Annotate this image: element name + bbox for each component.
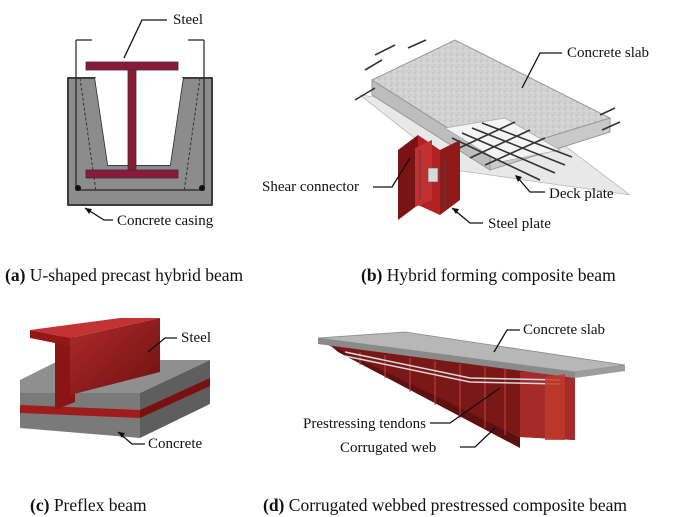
- caption-b: (b) Hybrid forming composite beam: [361, 265, 616, 285]
- caption-b-letter: (b): [361, 265, 383, 285]
- label-d-corrugated-web: Corrugated web: [340, 440, 436, 456]
- panel-d-drawing: [317, 329, 626, 448]
- corrugated-web-folds: [359, 352, 506, 435]
- label-c-steel: Steel: [181, 330, 211, 346]
- caption-d-text: Corrugated webbed prestressed composite …: [289, 495, 628, 515]
- caption-c-text: Preflex beam: [54, 495, 147, 515]
- caption-c-letter: (c): [30, 495, 50, 515]
- rebar-grid: [354, 39, 621, 181]
- label-d-prestressing-tendons: Prestressing tendons: [303, 416, 426, 432]
- label-c-concrete: Concrete: [148, 436, 202, 452]
- panel-c-drawing: [20, 318, 210, 445]
- caption-a-letter: (a): [5, 265, 26, 285]
- caption-b-text: Hybrid forming composite beam: [387, 265, 616, 285]
- label-b-steel-plate: Steel plate: [488, 216, 551, 232]
- label-a-concrete-casing: Concrete casing: [117, 213, 214, 229]
- steel-i-section: [85, 61, 179, 179]
- steel-plate-girder: [398, 135, 460, 220]
- caption-d-letter: (d): [263, 495, 285, 515]
- label-b-shear-connector: Shear connector: [262, 179, 359, 195]
- label-d-concrete-slab: Concrete slab: [523, 322, 605, 338]
- label-b-concrete-slab: Concrete slab: [567, 45, 649, 61]
- caption-d: (d) Corrugated webbed prestressed compos…: [263, 495, 627, 515]
- label-a-steel: Steel: [173, 12, 203, 28]
- caption-a-text: U-shaped precast hybrid beam: [30, 265, 244, 285]
- label-b-deck-plate: Deck plate: [549, 186, 614, 202]
- panel-a-drawing: [67, 19, 213, 221]
- caption-a: (a) U-shaped precast hybrid beam: [5, 265, 243, 285]
- caption-c: (c) Preflex beam: [30, 495, 147, 515]
- panel-b-drawing: [354, 39, 631, 224]
